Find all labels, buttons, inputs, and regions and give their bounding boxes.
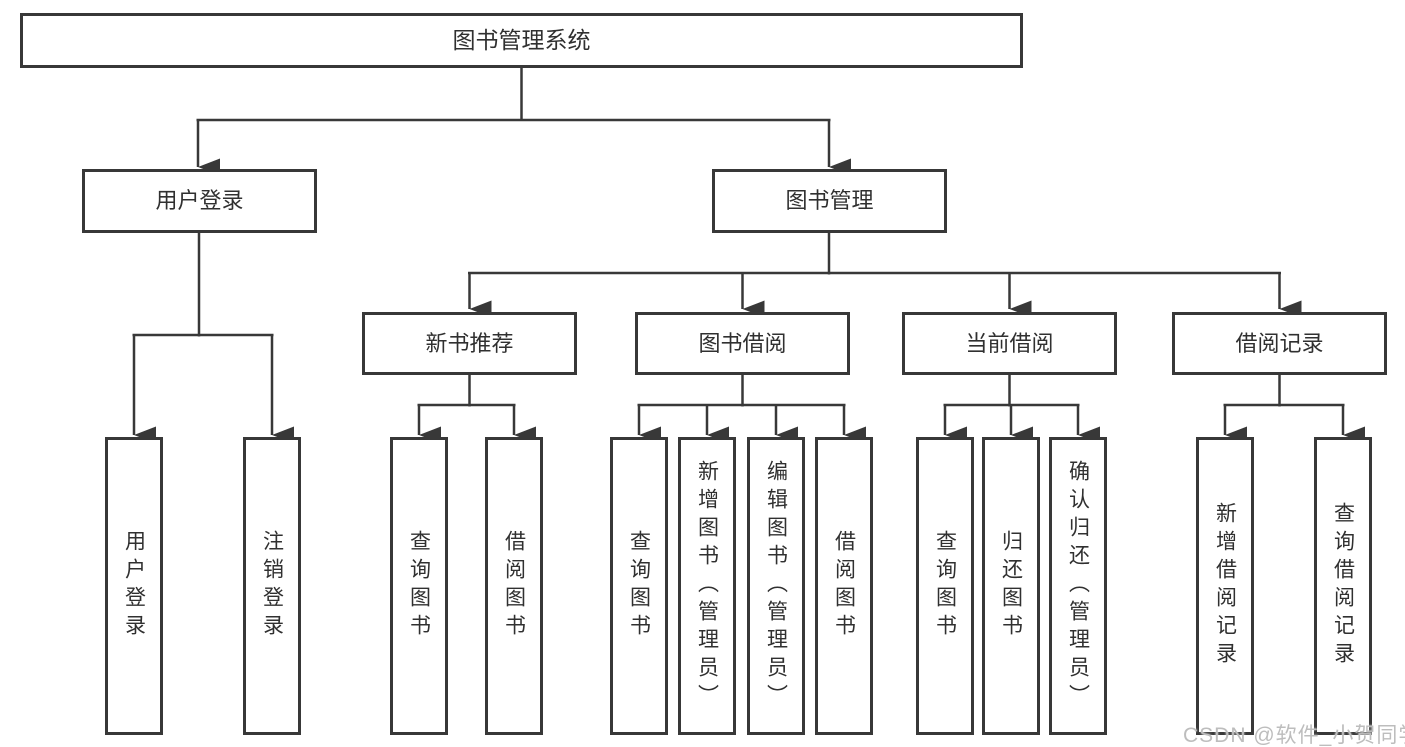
- leaf-return-book: 归还图书: [982, 437, 1040, 735]
- node-borrowing-records: 借阅记录: [1172, 312, 1387, 375]
- node-library-management-system: 图书管理系统: [20, 13, 1023, 68]
- leaf-user-login: 用户登录: [105, 437, 163, 735]
- leaf-logout: 注销登录: [243, 437, 301, 735]
- leaf-query-books-recommend: 查询图书: [390, 437, 448, 735]
- leaf-query-books-borrowing: 查询图书: [610, 437, 668, 735]
- csdn-watermark: CSDN @软件_小贺同学: [1183, 724, 1405, 747]
- leaf-edit-book-admin: 编辑图书（管理员）: [747, 437, 805, 735]
- leaf-confirm-return-admin: 确认归还（管理员）: [1049, 437, 1107, 735]
- leaf-add-book-admin: 新增图书（管理员）: [678, 437, 736, 735]
- leaf-add-borrow-record: 新增借阅记录: [1196, 437, 1254, 735]
- leaf-borrow-books: 借阅图书: [815, 437, 873, 735]
- leaf-query-borrow-record: 查询借阅记录: [1314, 437, 1372, 735]
- leaf-borrow-books-recommend: 借阅图书: [485, 437, 543, 735]
- node-new-book-recommend: 新书推荐: [362, 312, 577, 375]
- node-book-management: 图书管理: [712, 169, 947, 233]
- node-current-borrowing: 当前借阅: [902, 312, 1117, 375]
- node-user-login: 用户登录: [82, 169, 317, 233]
- node-book-borrowing: 图书借阅: [635, 312, 850, 375]
- leaf-query-books-current: 查询图书: [916, 437, 974, 735]
